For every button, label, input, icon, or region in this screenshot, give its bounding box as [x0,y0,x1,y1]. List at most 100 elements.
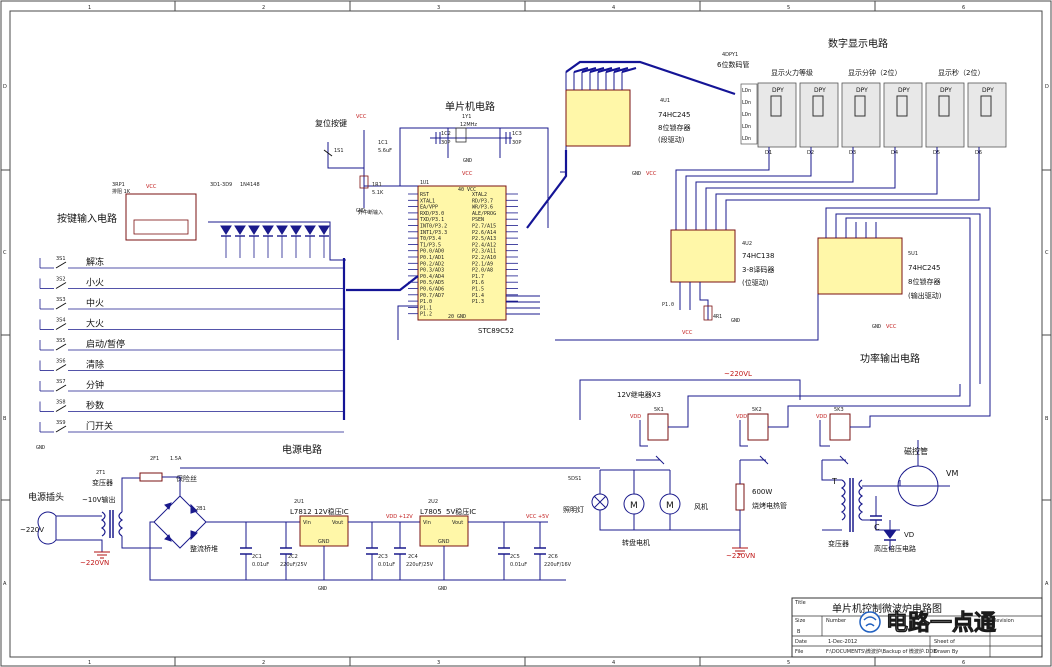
keys-rp: 3RP1 [112,182,125,188]
title-block: Title 单片机控制微波炉电路图 Size B Number Revision… [791,597,1043,658]
key-ref: 3S5 [56,338,66,344]
key-diode [276,225,288,235]
mcu-pin-left: P0.6/AD6 [420,287,444,293]
vcc-rail: VCC +5V [526,514,549,520]
power-t-ref: 2T1 [96,470,105,476]
u1-desc1: 8位锁存器 [658,123,690,132]
svg-text:VDD: VDD [816,414,827,420]
tb-date: 1-Dec-2012 [828,639,857,645]
row-mark-a-right: A [1045,581,1049,587]
mcu-part: STC89C52 [478,327,514,335]
svg-text:GND: GND [872,324,881,330]
tb-title-label: Title [794,600,806,606]
svg-text:Revision: Revision [993,618,1014,624]
key-ref: 3S1 [56,256,66,262]
key-label: 启动/暂停 [86,338,125,350]
watermark: 电路一点通 [859,610,996,636]
mcu-block: 1Y1 12MHz 1C2 30P 1C3 30P GND 1U1 VCC 40… [346,114,549,340]
digit-d6: DPY D6 [967,82,1007,156]
svg-text:GND: GND [438,539,450,545]
power-in-volt: ~220V [20,526,44,534]
svg-text:VCC: VCC [646,171,657,177]
dpy-desc: 6位数码管 [717,60,749,69]
chip-4u1: 4U1 74HC245 8位锁存器 (段驱动) GND VCC [560,60,736,177]
col-mark-4-bottom: 4 [612,660,615,666]
svg-text:排阻 1K: 排阻 1K [112,188,131,195]
row-mark-d: D [3,84,7,90]
reg1-part: L7812 [290,508,312,516]
digit-d1: DPY D1 [757,82,797,156]
tb-title: 单片机控制微波炉电路图 [832,602,942,615]
reset-c1: 1C1 [378,140,388,146]
svg-text:GND: GND [438,586,447,592]
mcu-vcc-pin: 40 VCC [458,187,476,193]
group-sec: 显示秒（2位） [938,68,984,77]
row-mark-b-right: B [1045,416,1049,422]
col-mark-3: 3 [437,5,440,11]
reset-section: 1S1 1C1 5.6uF 1R1 5.1K VCC GND [323,114,418,214]
osc-freq: 12MHz [460,122,477,128]
keys-diode-part: 1N4148 [240,182,260,188]
svg-text:VDD: VDD [736,414,747,420]
col-mark-2: 2 [262,5,265,11]
mcu-pin-right: P2.6/A14 [472,230,496,236]
mcu-pin-left: T0/P3.4 [420,236,441,242]
osc-c2: 1C2 [441,131,451,137]
digit-d2: DPY D2 [799,82,839,156]
col-mark-3-bottom: 3 [437,660,440,666]
key-ref: 3S3 [56,297,66,303]
power-t-out: ~10V输出 [82,495,116,504]
svg-text:P1.0: P1.0 [662,302,674,308]
u2-part: 74HC138 [742,252,774,260]
key-ref: 3S9 [56,420,66,426]
svg-text:GND: GND [463,158,472,164]
group-fire: 显示火力等级 [771,68,813,77]
svg-text:Vin: Vin [303,520,311,526]
chip-5u1: 5U1 74HC245 8位锁存器 (输出驱动) GND VCC [555,207,991,396]
keys-diode-range: 3D1-3D9 [210,182,232,188]
mcu-pin-left: EA/VPP [420,205,438,211]
key-ref: 3S8 [56,400,66,406]
power-fuse-val: 1.5A [170,456,182,462]
lamp-label: 照明灯 [563,505,584,514]
key-diode [304,225,316,235]
mcu-pin-right: P2.0/A8 [472,268,493,274]
key-label: 秒数 [86,400,104,412]
mcu-pin-right: P1.7 [472,274,484,280]
mcu-pin-left: RST [420,192,429,198]
u2-ref: 4U2 [742,241,752,247]
mcu-pin-left: P0.1/AD1 [420,255,444,261]
svg-text:Vin: Vin [423,520,431,526]
digit-d5: DPY D5 [925,82,965,156]
svg-text:DPY: DPY [898,87,910,94]
svg-text:GND: GND [318,586,327,592]
reset-r1: 1R1 [372,182,382,188]
power-fuse: 保险丝 [176,474,197,483]
svg-text:VCC: VCC [682,330,693,336]
cap-2c1: 2C1 [252,554,262,560]
mcu-pin-right: P1.3 [472,299,484,305]
key-label: 分钟 [86,379,104,391]
key-diode [220,225,232,235]
svg-text:GND: GND [356,208,365,214]
key-diode [290,225,302,235]
ldn-net-label: LDn [742,88,751,94]
row-mark-d-right: D [1045,84,1049,90]
mcu-pin-left: RXD/P3.0 [420,211,444,217]
key-ref: 3S6 [56,359,66,365]
chip-4u2: 4U2 74HC138 3-8译码器 (位驱动) 4R1 VCC GND P1.… [662,229,774,336]
key-ref: 3S4 [56,318,66,324]
vdd-rail: VDD +12V [386,514,413,520]
power-plug: 电源插头 [28,491,64,503]
turntable-motor-symbol: M [630,501,638,511]
digit-d3: DPY D3 [841,82,881,156]
group-min: 显示分钟（2位） [848,68,901,77]
u2-desc1: 3-8译码器 [742,266,774,274]
key-ref: 3S7 [56,379,66,385]
mcu-pin-right: XTAL2 [472,192,487,198]
svg-text:Vout: Vout [452,520,463,526]
section-title-power: 电源电路 [282,443,322,456]
svg-text:DPY: DPY [856,87,868,94]
